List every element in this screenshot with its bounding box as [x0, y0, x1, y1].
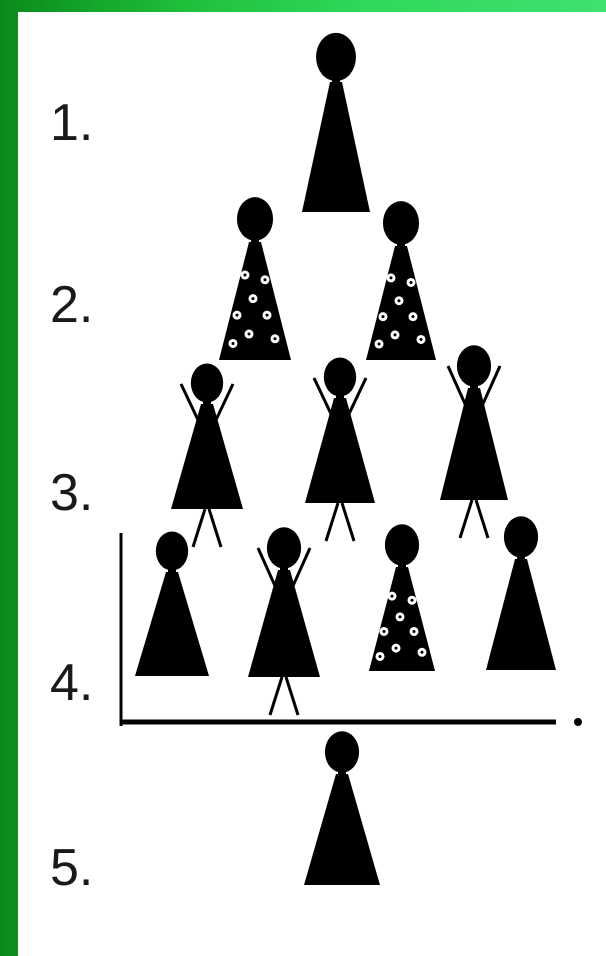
figure-left-leg: [460, 500, 472, 538]
figure-row1-1: [302, 33, 370, 212]
body-dot-center: [394, 333, 397, 336]
figure-head: [325, 731, 359, 772]
row-number-4: 4.: [50, 654, 93, 712]
body-dot-center: [399, 615, 402, 618]
body-dot-center: [232, 342, 235, 345]
body-dot-center: [411, 599, 414, 602]
body-dot-center: [248, 333, 251, 336]
figure-head: [156, 531, 188, 570]
bracket-end-dot: [574, 718, 582, 726]
figure-right-leg: [476, 500, 488, 538]
body-dot-center: [410, 281, 413, 284]
figure-right-leg: [286, 677, 298, 715]
body-dot-center: [391, 595, 394, 598]
figure-body: [440, 388, 508, 500]
figure-body: [171, 404, 243, 509]
body-dot-center: [421, 651, 424, 654]
figure-body: [304, 774, 380, 885]
figure-row4-3: [369, 524, 435, 671]
figure-left-leg: [326, 503, 338, 541]
body-dot-center: [264, 278, 267, 281]
body-dot-center: [266, 314, 269, 317]
figure-left-leg: [193, 509, 205, 547]
figure-head: [191, 363, 223, 402]
body-dot-center: [382, 315, 385, 318]
figure-row3-2: [305, 357, 375, 541]
body-dot-center: [390, 276, 393, 279]
figure-head: [324, 357, 356, 396]
body-dot-center: [413, 630, 416, 633]
figure-head: [316, 33, 356, 81]
row-number-5: 5.: [50, 839, 93, 897]
figure-left-leg: [270, 677, 282, 715]
figure-head: [237, 197, 273, 241]
figure-right-leg: [342, 503, 354, 541]
figure-body: [135, 572, 209, 676]
row-number-1: 1.: [50, 94, 93, 152]
row-number-2: 2.: [50, 276, 93, 334]
body-dot-center: [395, 647, 398, 650]
figure-body: [302, 82, 370, 212]
figure-body: [486, 559, 556, 670]
body-dot-center: [379, 655, 382, 658]
figure-row2-2: [366, 201, 436, 360]
figure-body: [305, 398, 375, 503]
body-dot-center: [252, 297, 255, 300]
figure-row4-4: [486, 516, 556, 670]
figure-row4-1: [135, 531, 209, 676]
figure-row3-3: [440, 345, 508, 538]
figure-row5-1: [304, 731, 380, 885]
figure-body: [248, 570, 320, 677]
figure-row3-1: [171, 363, 243, 547]
figures-group: [135, 33, 556, 885]
figure-row2-1: [219, 197, 291, 360]
figure-head: [385, 524, 419, 565]
row-number-3: 3.: [50, 464, 93, 522]
body-dot-center: [383, 630, 386, 633]
figure-right-leg: [209, 509, 221, 547]
figure-head: [457, 345, 491, 386]
figure-head: [504, 516, 538, 557]
figure-row4-2: [248, 527, 320, 715]
body-dot-center: [420, 338, 423, 341]
body-dot-center: [274, 337, 277, 340]
figure-head: [267, 527, 301, 568]
body-dot-center: [244, 274, 247, 277]
body-dot-center: [236, 314, 239, 317]
figure-head: [383, 201, 419, 245]
body-dot-center: [398, 299, 401, 302]
body-dot-center: [378, 343, 381, 346]
body-dot-center: [412, 315, 415, 318]
